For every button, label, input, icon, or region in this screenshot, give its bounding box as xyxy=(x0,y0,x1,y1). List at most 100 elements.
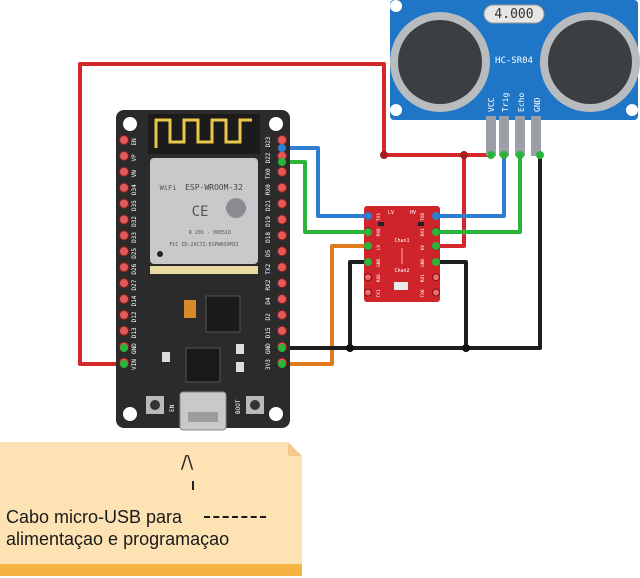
usb-note-line1: Cabo micro-USB para xyxy=(6,507,183,527)
converter-left-pin xyxy=(364,273,372,282)
esp32-right-pin xyxy=(277,278,287,289)
sensor-hole xyxy=(626,104,638,116)
esp32-right-pin-label: D23 xyxy=(265,136,272,147)
esp32-left-pin-label: VN xyxy=(131,170,138,178)
wire-trig-blue-right xyxy=(434,153,506,218)
fcc-id: FCC ID:2AC7Z-ESPWROOM32 xyxy=(169,242,238,248)
sensor-reading: 4.000 xyxy=(494,7,533,22)
esp32-left-pin xyxy=(119,294,129,304)
usb-note-dash xyxy=(204,516,266,518)
esp32-right-pin xyxy=(277,198,287,209)
junction-dot xyxy=(460,151,468,159)
esp32-right-pin xyxy=(277,182,287,193)
usb-note-arrow: /\ xyxy=(181,452,194,473)
sensor-hole xyxy=(390,104,402,116)
converter-left-pin-label: LV xyxy=(376,245,382,251)
capacitor xyxy=(184,300,196,318)
esp32-right-pin-label: TX0 xyxy=(265,168,272,179)
converter-right-pin-label: GND xyxy=(420,259,426,267)
boot-label: BOOT xyxy=(235,399,242,414)
en-label: EN xyxy=(169,404,176,412)
sensor-header-pins xyxy=(486,116,541,156)
junction-dot xyxy=(380,151,388,159)
usb-note-shadow xyxy=(0,564,302,576)
reg-code: R 201 - 000518 xyxy=(189,230,231,236)
esp32-left-pin-label: D32 xyxy=(131,216,138,227)
crystal-oscillator xyxy=(483,4,545,24)
converter-right-pin-label: RX1 xyxy=(420,228,426,236)
micro-usb-port xyxy=(179,391,227,431)
esp32-left-pin-label: D35 xyxy=(131,200,138,211)
led xyxy=(236,362,244,372)
esp32-left-pin xyxy=(119,278,129,289)
esp32-left-pin-label: D27 xyxy=(131,279,138,290)
wire-trig-blue-left xyxy=(280,146,370,218)
esp32-right-pin xyxy=(277,325,287,336)
esp32-left-pin-label: GND xyxy=(131,343,138,354)
transducer-right-inner xyxy=(548,20,632,104)
esp32-right-pin-label: RX2 xyxy=(265,279,272,290)
esp32-left-pin xyxy=(119,309,129,320)
antenna-trace xyxy=(154,118,252,148)
wire-gnd-black-hv xyxy=(434,260,468,350)
wires xyxy=(78,62,542,366)
esp32-left-pin-label: D25 xyxy=(131,247,138,258)
esp32-devkit: WiFi ESP-WROOM-32 CE R 201 - 000518 FCC … xyxy=(116,110,290,431)
channel-label-1: Chan1 xyxy=(394,238,409,244)
esp32-left-pin xyxy=(119,198,129,209)
esp32-left-pin xyxy=(119,182,129,193)
esp32-right-header: D23D22TX0RX0D21D19D18D5TX2RX2D4D2D15GND3… xyxy=(265,135,287,370)
junction-dot xyxy=(346,344,354,352)
esp32-left-pin xyxy=(119,214,129,225)
sensor-pin-label: Trig xyxy=(501,93,510,112)
esp32-right-pin xyxy=(277,262,287,273)
esp32-left-pin-label: VP xyxy=(131,154,138,162)
esp32-left-pin xyxy=(119,246,129,257)
sensor-model: HC-SR04 xyxy=(495,56,533,66)
module-name: ESP-WROOM-32 xyxy=(185,183,243,192)
wire-hv-red xyxy=(434,153,466,248)
module-shield xyxy=(150,158,258,264)
sensor-pin-label: VCC xyxy=(487,97,496,112)
esp32-right-pin-label: D18 xyxy=(265,232,272,243)
esp32-right-pin-label: D21 xyxy=(265,200,272,211)
esp32-left-pin-label: D26 xyxy=(131,263,138,274)
esp32-right-pin xyxy=(277,309,287,320)
sensor-pin-label: Echo xyxy=(517,93,526,112)
esp32-right-pin-label: D19 xyxy=(265,216,272,227)
esp32-right-pin-label: D15 xyxy=(265,327,272,338)
esp32-left-pin xyxy=(119,230,129,241)
esp32-left-header: ENVPVND34D35D32D33D25D26D27D14D12D13GNDV… xyxy=(119,135,138,370)
converter-right-pin-label: RX1 xyxy=(420,274,426,282)
converter-left-pin-label: RX0 xyxy=(376,274,382,282)
esp32-right-pin-label: D4 xyxy=(265,297,272,305)
hc-sr04-sensor: 4.000 HC-SR04 VCC Trig Echo GND xyxy=(390,0,640,156)
wifi-label: WiFi xyxy=(160,184,177,192)
esp32-left-pin xyxy=(119,135,129,145)
wire-echo-green-left xyxy=(280,160,370,234)
esp32-right-pin-label: D5 xyxy=(265,249,272,257)
transducer-left-inner xyxy=(398,20,482,104)
pin1-marker xyxy=(157,251,163,257)
sensor-pin-label: GND xyxy=(533,97,542,112)
esp32-left-pin xyxy=(119,262,129,273)
converter-left-pin-label: TX1 xyxy=(376,213,382,221)
converter-right-pin-label: TX0 xyxy=(420,289,426,297)
module-pads xyxy=(150,266,258,274)
esp32-left-pin-label: D13 xyxy=(131,327,138,338)
sensor-pin-labels: VCC Trig Echo GND xyxy=(487,93,542,112)
esp32-right-pin-label: 3V3 xyxy=(265,359,272,370)
wire-echo-green-right xyxy=(434,153,522,234)
esp32-left-pin-label: D34 xyxy=(131,184,138,195)
wifi-logo xyxy=(226,198,246,218)
converter-hv-top: HV xyxy=(410,210,416,216)
esp32-right-pin xyxy=(277,230,287,241)
usb-uart-chip xyxy=(185,347,221,383)
esp32-left-pin-label: D14 xyxy=(131,295,138,306)
esp32-right-pin-label: RX0 xyxy=(265,184,272,195)
converter-right-pin-label: TX0 xyxy=(420,213,426,221)
channel-label-2: Chan2 xyxy=(394,268,409,274)
esp32-right-pin xyxy=(277,166,287,177)
esp32-right-pin xyxy=(277,294,287,304)
